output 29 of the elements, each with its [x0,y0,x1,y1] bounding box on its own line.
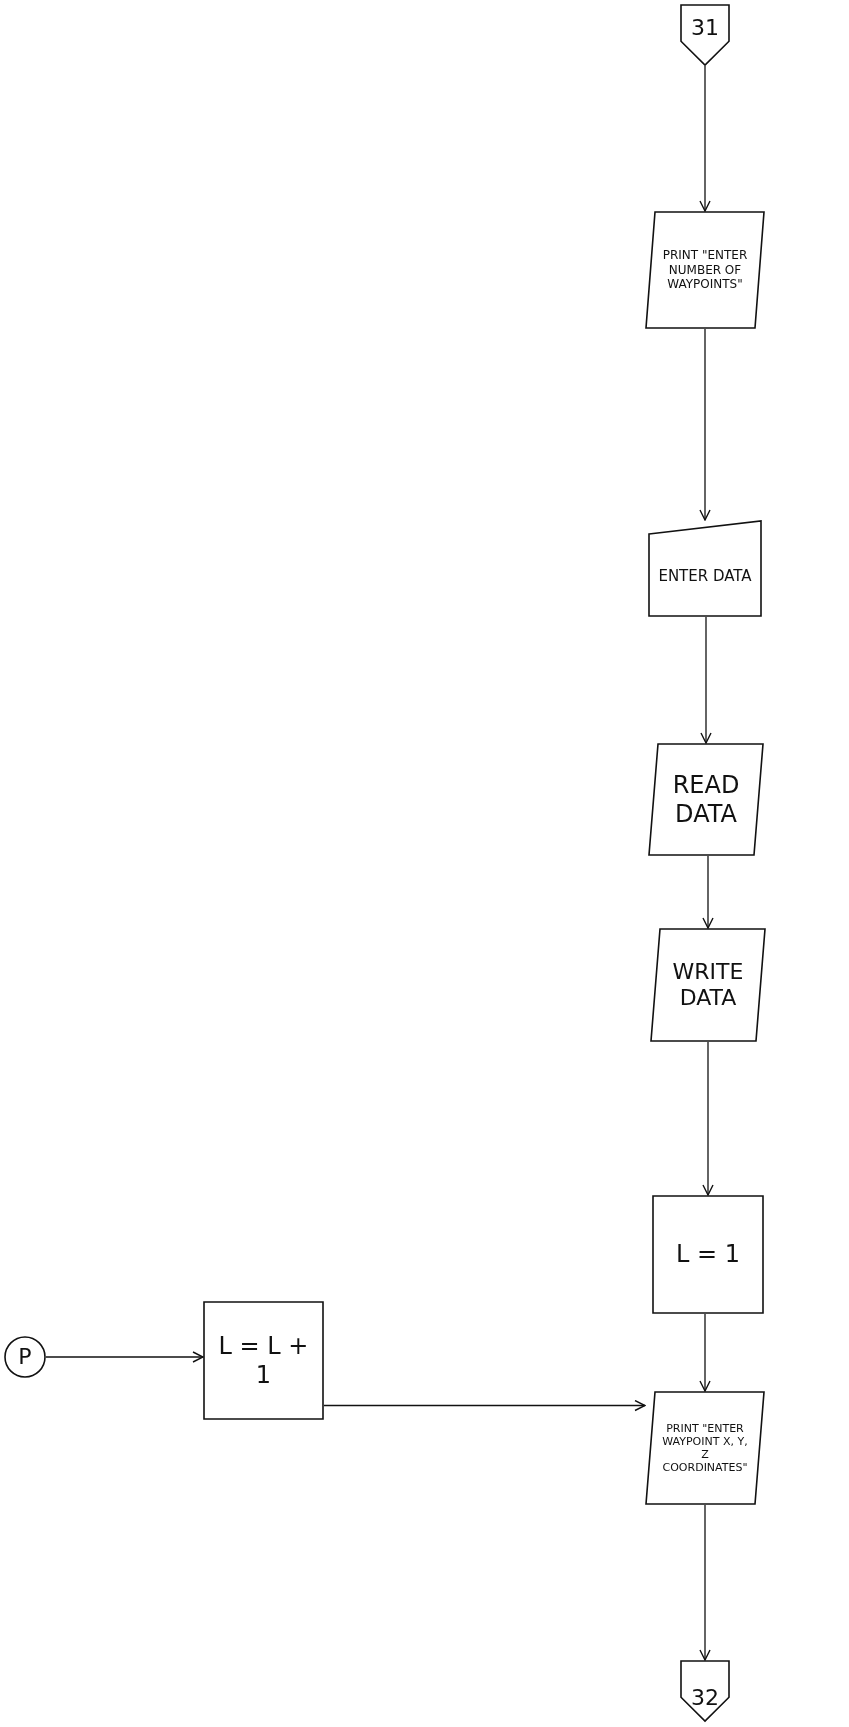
arrow [702,855,714,929]
connector-circle [4,1336,46,1378]
arrow [699,328,711,521]
input-output-parallelogram [645,1391,765,1505]
node-text: ENTER DATA [657,565,753,585]
input-output-parallelogram [648,743,764,856]
arrow [699,1313,711,1392]
arrow [323,1399,646,1412]
node-text: READ DATA [671,770,741,829]
node-text: L = L + 1 [217,1331,310,1390]
node-text: WRITE DATA [671,958,745,1012]
input-output-parallelogram [650,928,766,1042]
node-text: PRINT "ENTER WAYPOINT X, Y, Z COORDINATES" [661,1421,749,1475]
input-output-parallelogram [645,211,765,329]
node-text: P [18,1343,32,1371]
node-text: PRINT "ENTER NUMBER OF WAYPOINTS" [661,248,749,292]
process-box [652,1195,764,1314]
off-page-connector [680,1660,730,1722]
arrow [699,65,711,212]
arrow [45,1351,204,1363]
node-text: 31 [691,14,719,42]
off-page-connector [680,4,730,66]
arrow [699,1504,711,1661]
node-text: 32 [691,1683,719,1712]
node-text: L = 1 [675,1240,741,1269]
process-box [203,1301,324,1420]
arrow [702,1041,714,1196]
manual-input-shape [648,520,762,617]
arrow [700,616,712,744]
